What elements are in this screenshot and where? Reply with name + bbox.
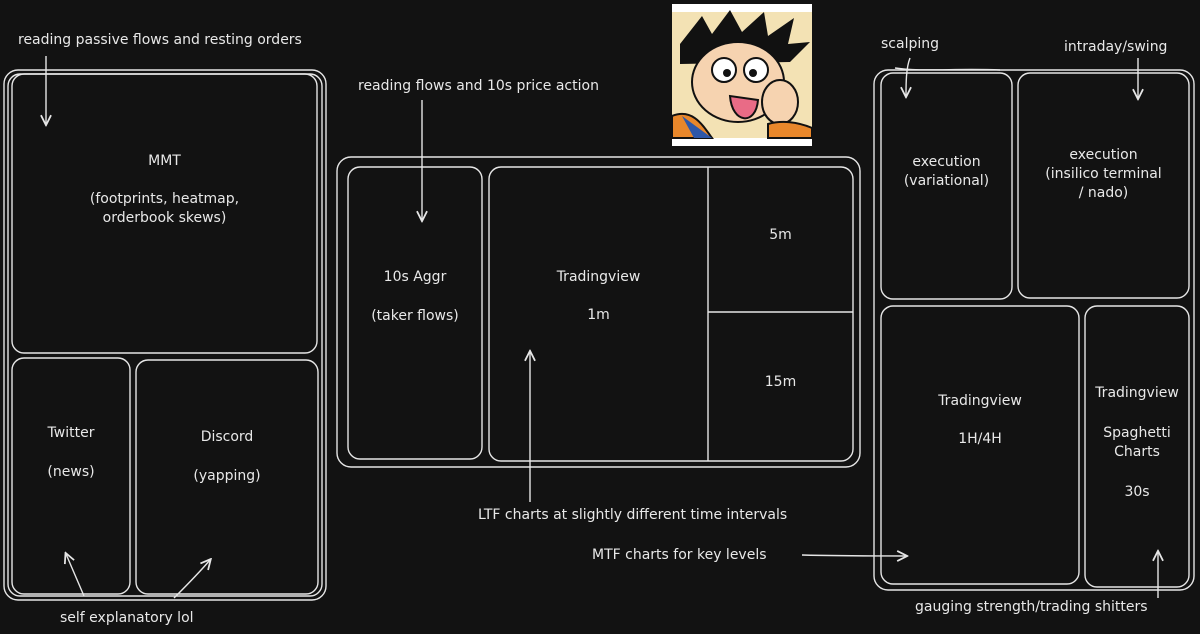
discord-panel <box>135 359 319 595</box>
annotation-passive-flows: reading passive flows and resting orders <box>18 32 302 48</box>
annotation-intraday-swing: intraday/swing <box>1064 39 1168 55</box>
annotation-mtf-charts: MTF charts for key levels <box>592 547 767 563</box>
twitter-panel <box>11 357 131 595</box>
aggr-sub: (taker flows) <box>371 308 459 324</box>
exec-insilico-line1: execution <box>1069 147 1138 163</box>
annotation-self-explanatory: self explanatory lol <box>60 610 194 626</box>
cartoon-boy-icon <box>671 4 813 146</box>
cartoon-image <box>671 4 813 146</box>
annotation-scalping: scalping <box>881 36 939 52</box>
discord-sub: (yapping) <box>193 468 261 484</box>
left-monitor-frame <box>3 69 327 601</box>
tv-spaghetti-sub: 30s <box>1124 484 1150 500</box>
label-5m: 5m <box>769 227 792 243</box>
aggr-title: 10s Aggr <box>383 269 447 285</box>
mmt-title: MMT <box>148 153 181 169</box>
twitter-sub: (news) <box>47 464 95 480</box>
annotation-ltf-charts: LTF charts at slightly different time in… <box>478 507 788 523</box>
exec-variational-line1: execution <box>912 154 981 170</box>
exec-insilico-line2: (insilico terminal <box>1045 166 1162 182</box>
tradingview-1m-panel <box>488 166 854 462</box>
aggr-panel <box>347 166 483 460</box>
arrow-self-explanatory-left <box>66 554 85 597</box>
mmt-desc-line2: orderbook skews) <box>102 210 227 226</box>
tv-htf-panel <box>880 305 1080 585</box>
tv-spaghetti-panel <box>1084 305 1190 588</box>
exec-insilico-line3: / nado) <box>1078 185 1129 201</box>
tv-htf-sub: 1H/4H <box>958 431 1002 447</box>
exec-variational-panel <box>880 72 1013 300</box>
arrow-self-explanatory-right <box>173 560 210 599</box>
discord-title: Discord <box>200 429 254 445</box>
mmt-panel <box>11 73 318 354</box>
annotation-gauging: gauging strength/trading shitters <box>915 599 1148 615</box>
mmt-desc-line1: (footprints, heatmap, <box>89 191 240 207</box>
exec-variational-line2: (variational) <box>903 173 990 189</box>
exec-insilico-panel <box>1017 72 1190 299</box>
center-monitor-frame <box>336 156 861 468</box>
annotation-10s-flows: reading flows and 10s price action <box>358 78 599 94</box>
tradingview-1m-sub: 1m <box>587 307 610 323</box>
tv-spaghetti-line2: Charts <box>1114 444 1160 460</box>
arrow-mtf <box>801 555 906 556</box>
tv-spaghetti-title: Tradingview <box>1095 385 1179 401</box>
label-15m: 15m <box>764 374 797 390</box>
twitter-title: Twitter <box>47 425 95 441</box>
arrow-scalping <box>906 57 910 96</box>
arrow-scalping-tail <box>894 67 1001 71</box>
tv-htf-title: Tradingview <box>938 393 1022 409</box>
tradingview-1m-title: Tradingview <box>556 269 641 285</box>
tv-spaghetti-line1: Spaghetti <box>1103 425 1171 441</box>
right-monitor-frame <box>873 69 1195 591</box>
